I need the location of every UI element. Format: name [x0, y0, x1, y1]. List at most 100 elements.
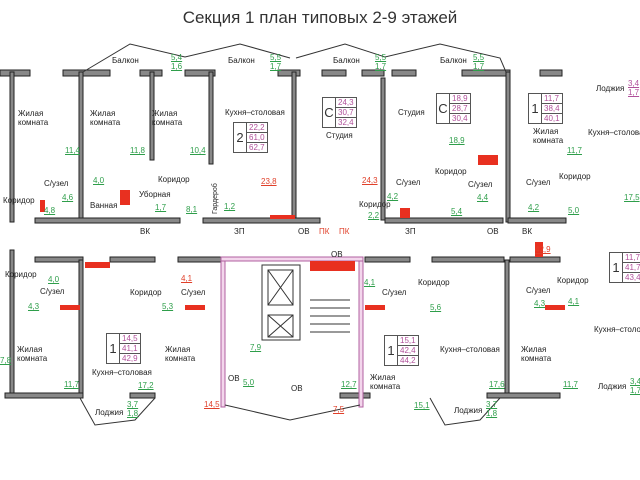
room-label: Коридор [359, 200, 391, 209]
shaft-label: ОВ [291, 384, 303, 393]
room-label: С/узел [181, 288, 206, 297]
room-area: 4,0 [93, 176, 105, 185]
room-label: Жилая комната [533, 127, 564, 145]
room-area: 7,8 [0, 356, 12, 365]
room-label: С/узел [396, 178, 421, 187]
room-label: Жилая комната [90, 109, 121, 127]
room-label: С/узел [44, 179, 69, 188]
room-label: Жилая комната [18, 109, 49, 127]
loggia-label: Лоджия [598, 382, 627, 391]
room-area: 4,1 [568, 297, 580, 306]
room-label: С/узел [526, 178, 551, 187]
room-area: 5,4 [451, 207, 463, 216]
loggia-label: Лоджия [454, 406, 483, 415]
room-label: Коридор [418, 278, 450, 287]
balcony-label: Балкон [228, 56, 255, 65]
balcony-label: Балкон [112, 56, 139, 65]
room-label: Студия [326, 131, 353, 140]
room-label: Коридор [557, 276, 589, 285]
room-label: Кухня–столовая [594, 325, 640, 334]
room-area: 4,4 [477, 193, 489, 202]
shaft-label: ОВ [228, 374, 240, 383]
room-area: 11,7 [64, 380, 79, 389]
room-area: 18,9 [449, 136, 465, 145]
fire-cabinet-label: ПК [339, 227, 350, 236]
room-area: 4,6 [62, 193, 74, 202]
balcony-label: Балкон [333, 56, 360, 65]
room-area: 11,7 [567, 146, 582, 155]
room-area: 4,3 [28, 302, 40, 311]
plan-title: Секция 1 план типовых 2-9 этажей [182, 8, 458, 27]
room-label: Ванная [90, 201, 118, 210]
room-area: 4,0 [48, 275, 60, 284]
room-label: С/узел [526, 286, 551, 295]
room-area: 5,0 [568, 206, 580, 215]
room-area: 7,9 [250, 343, 262, 352]
room-label: Кухня–столовая [440, 345, 500, 354]
room-area: 17,5 [624, 193, 640, 202]
shaft-label: ЗП [234, 227, 245, 236]
room-label: Коридор [435, 167, 467, 176]
shaft-label: ВК [522, 227, 532, 236]
room-label: Коридор [3, 196, 35, 205]
room-area: 2,2 [368, 211, 380, 220]
common-area: 7,5 [333, 405, 345, 414]
balcony-label: Балкон [440, 56, 467, 65]
room-label: Кухня–столовая [588, 128, 640, 137]
room-label: Студия [398, 108, 425, 117]
room-area: 5,0 [243, 378, 255, 387]
room-area: 12,7 [341, 380, 357, 389]
common-area: 23,8 [261, 177, 277, 186]
loggia-label: Лоджия [95, 408, 124, 417]
room-area: 4,8 [44, 206, 56, 215]
room-area: 4,2 [528, 203, 540, 212]
fire-cabinet-label: ПК [319, 227, 330, 236]
room-label: Коридор [158, 175, 190, 184]
room-label: Уборная [139, 190, 171, 199]
room-area: 4,3 [534, 299, 546, 308]
room-label: Коридор [559, 172, 591, 181]
room-label: С/узел [382, 288, 407, 297]
common-area: 42,9 [535, 245, 551, 254]
room-label: Коридор [5, 270, 37, 279]
room-label: Кухня–столовая [92, 368, 152, 377]
room-area: 5,6 [430, 303, 442, 312]
room-area: 11,8 [130, 146, 145, 155]
room-label: Гардероб [212, 183, 219, 214]
room-area: 8,1 [186, 205, 198, 214]
room-label: Жилая комната [152, 109, 183, 127]
common-area: 24,3 [362, 176, 378, 185]
shaft-label: ЗП [405, 227, 416, 236]
room-label: Жилая комната [17, 345, 48, 363]
room-area: 1,2 [224, 202, 236, 211]
room-label: Жилая комната [165, 345, 196, 363]
room-area: 4,1 [364, 278, 376, 287]
common-area: 14,5 [204, 400, 220, 409]
room-area: 4,2 [387, 192, 399, 201]
shaft-label: ОВ [298, 227, 310, 236]
room-area: 10,4 [190, 146, 206, 155]
room-area: 1,7 [155, 203, 167, 212]
shaft-label: ВК [140, 227, 150, 236]
common-area: 4,1 [181, 274, 193, 283]
room-area: 17,2 [138, 381, 154, 390]
room-area: 17,6 [489, 380, 505, 389]
room-area: 5,3 [162, 302, 174, 311]
room-label: Жилая комната [370, 373, 401, 391]
loggia-label: Лоджия [596, 84, 625, 93]
